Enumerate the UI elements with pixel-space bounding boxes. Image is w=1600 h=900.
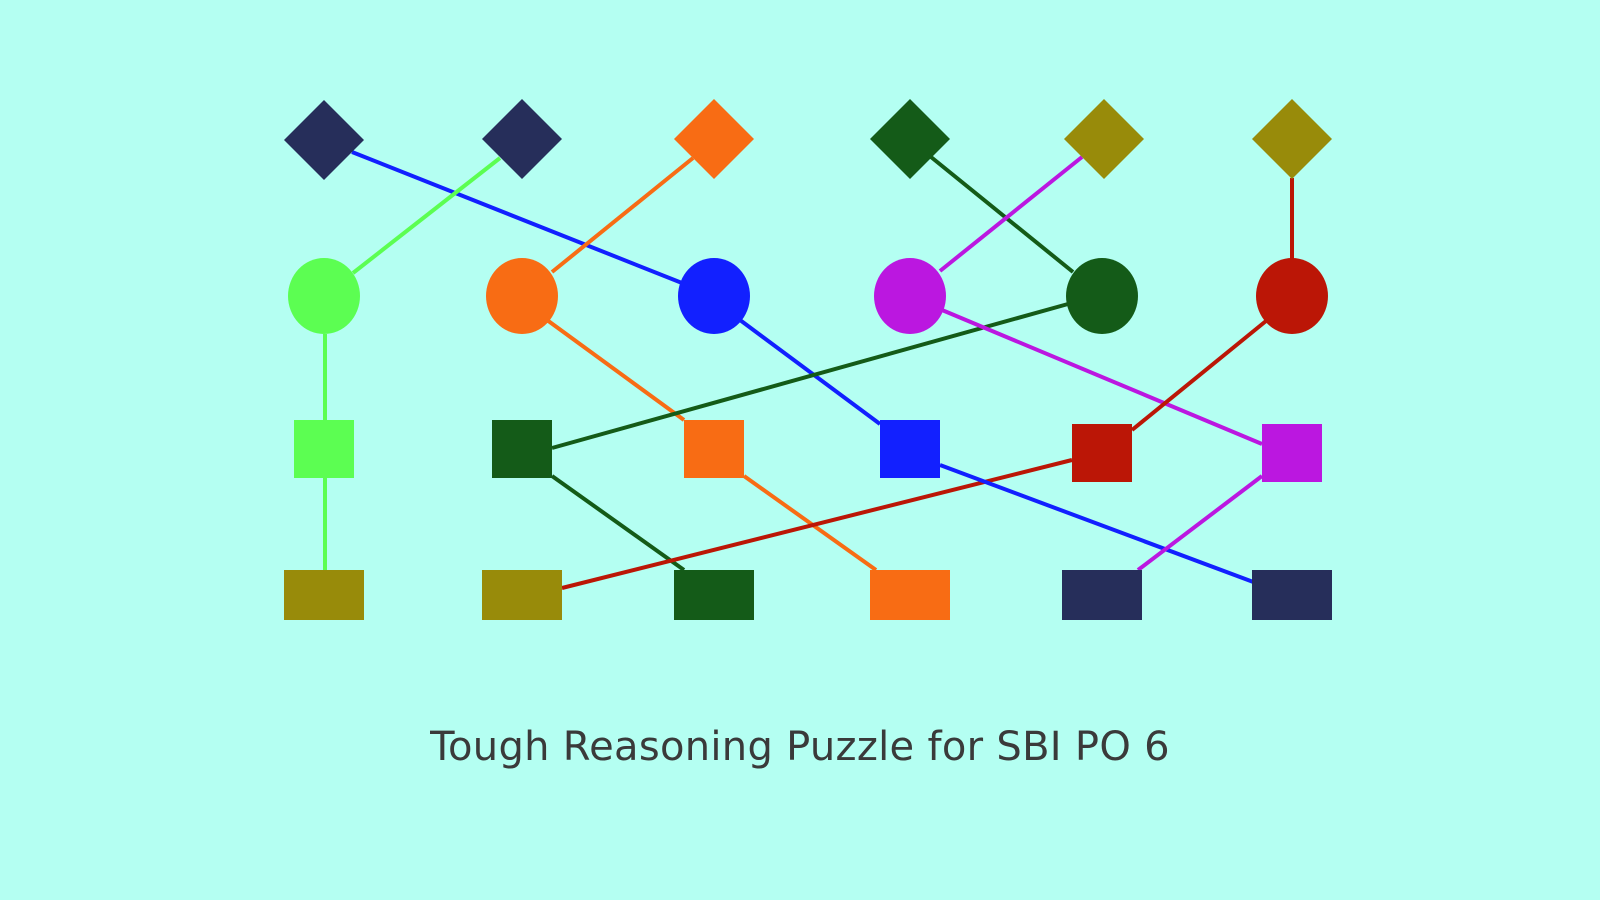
circle-c2-orange <box>486 258 558 334</box>
rectangle-r6-navy <box>1252 570 1332 620</box>
connection-line-d4-c5 <box>929 155 1075 274</box>
square-s1-light_green <box>294 420 354 478</box>
connection-line-s2-r3 <box>550 474 686 572</box>
connection-line-d3-c2 <box>550 156 695 274</box>
connection-line-d5-c4 <box>938 155 1084 273</box>
connection-line-d2-c1 <box>351 156 502 275</box>
diamond-d4-dark_green <box>870 99 950 179</box>
connection-line-s3-r4 <box>742 474 878 572</box>
diamond-d1-navy <box>284 100 364 180</box>
circle-c4-purple <box>874 258 946 334</box>
diamond-d2-navy <box>482 99 562 179</box>
connection-line-s6-r5 <box>1136 474 1264 572</box>
diamond-d6-olive <box>1252 99 1332 179</box>
connection-line-c4-s6 <box>941 308 1263 446</box>
circle-c6-red <box>1256 258 1328 334</box>
connection-line-d1-c3 <box>351 150 683 285</box>
circle-c3-blue <box>678 258 750 334</box>
circle-c1-light_green <box>288 258 360 334</box>
circle-c5-dark_green <box>1066 258 1138 334</box>
connection-line-s4-r6 <box>939 463 1257 585</box>
connection-lines <box>323 150 1294 590</box>
connection-line-c5-s2 <box>551 302 1069 450</box>
shape-nodes <box>284 99 1332 620</box>
square-s4-blue <box>880 420 940 478</box>
diamond-d5-olive <box>1064 99 1144 179</box>
diamond-d3-orange <box>674 99 754 179</box>
puzzle-caption: Tough Reasoning Puzzle for SBI PO 6 <box>430 724 1170 770</box>
rectangle-r5-navy <box>1062 570 1142 620</box>
square-s3-orange <box>684 420 744 478</box>
rectangle-r4-orange <box>870 570 950 620</box>
rectangle-r2-olive <box>482 570 562 620</box>
square-s5-red <box>1072 424 1132 482</box>
connection-line-c2-s3 <box>545 318 686 422</box>
rectangle-r3-dark_green <box>674 570 754 620</box>
square-s2-dark_green <box>492 420 552 478</box>
connection-line-s5-r2 <box>561 458 1073 590</box>
rectangle-r1-olive <box>284 570 364 620</box>
square-s6-purple <box>1262 424 1322 482</box>
connection-line-c6-s5 <box>1130 319 1268 432</box>
connection-line-c3-s4 <box>738 318 882 426</box>
